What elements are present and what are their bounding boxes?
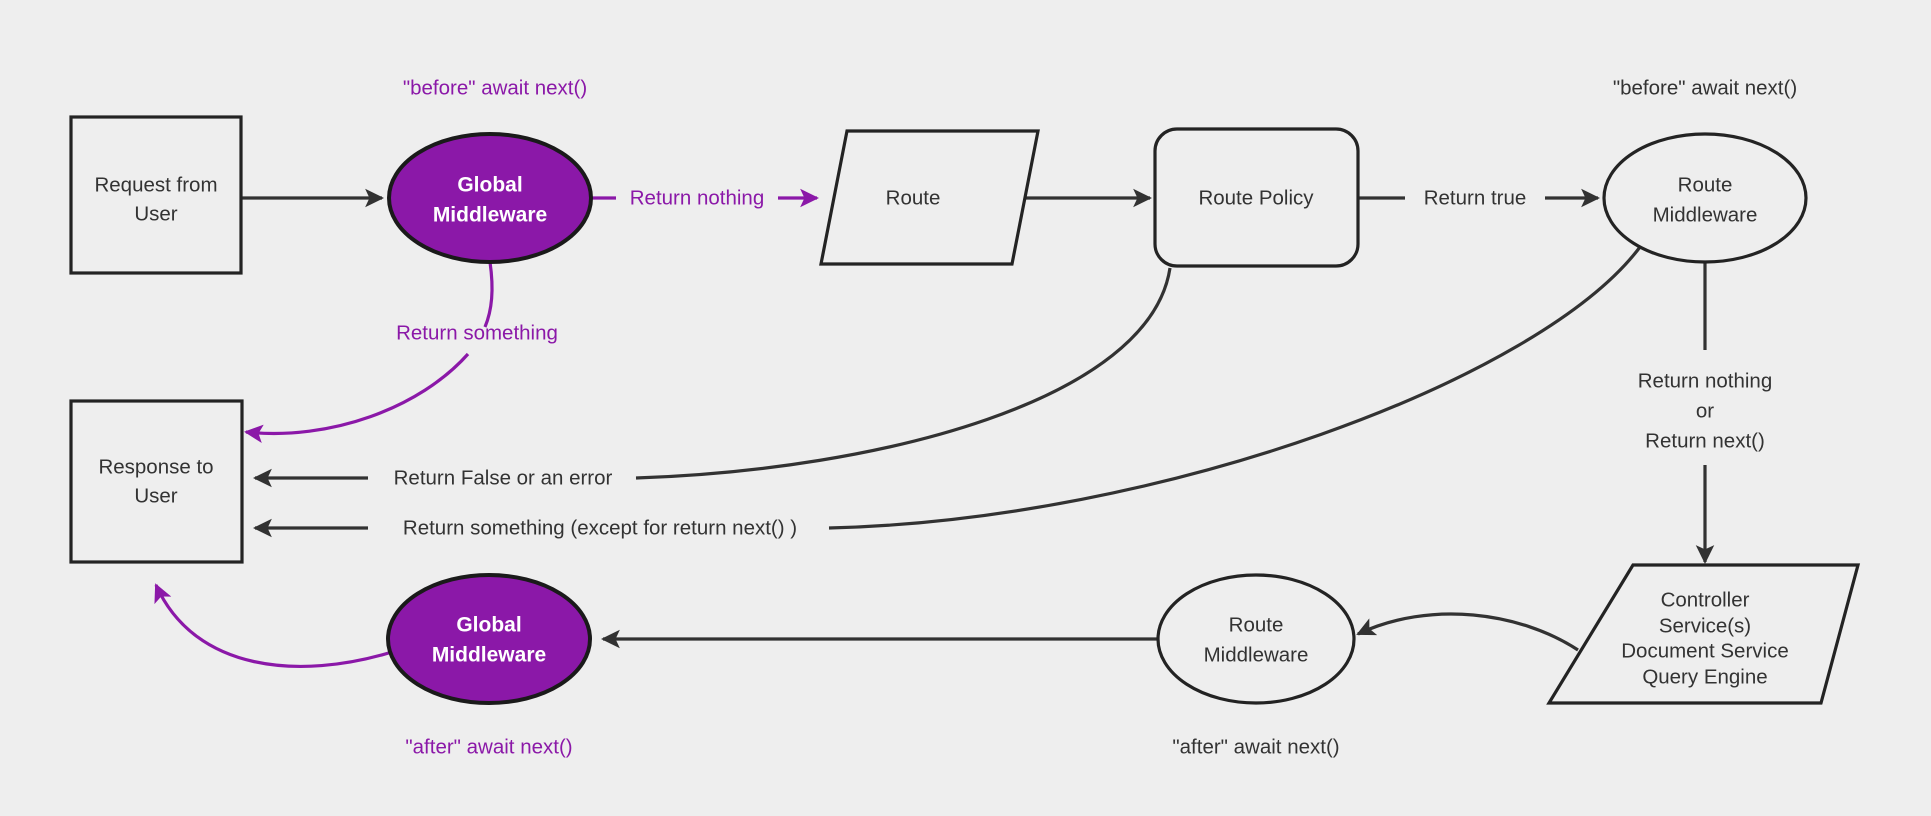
edge-route-policy-to-route-middleware: Return true	[1358, 186, 1600, 209]
route-middleware-bottom-ellipse[interactable]	[1156, 573, 1356, 705]
edge-route-middleware-to-controller: Return nothing or Return next()	[1638, 262, 1772, 564]
annotation-before-await-next-top-left: "before" await next()	[403, 76, 587, 99]
global-middleware-bottom-label-line2: Middleware	[432, 644, 546, 667]
edge-route-policy-to-response: Return False or an error	[253, 267, 1172, 489]
annotation-before-await-next-top-right: "before" await next()	[1613, 76, 1797, 99]
response-to-user-label-line2: User	[134, 484, 177, 507]
edge-label-return-true: Return true	[1424, 186, 1527, 209]
edge-route-middleware-to-response: Return something (except for return next…	[253, 246, 1642, 539]
node-global-middleware-bottom[interactable]: Global Middleware	[386, 573, 592, 705]
edge-label-return-something: Return something	[396, 321, 558, 344]
node-request-from-user[interactable]: Request from User	[69, 115, 243, 275]
route-middleware-bottom-label-line1: Route	[1229, 613, 1284, 636]
controller-services-parallelogram[interactable]	[1546, 563, 1861, 705]
response-to-user-box[interactable]	[69, 399, 244, 564]
edge-label-return-something-except: Return something (except for return next…	[403, 516, 797, 539]
global-middleware-bottom-label-line1: Global	[456, 614, 521, 637]
route-middleware-bottom-label-line2: Middleware	[1204, 643, 1309, 666]
global-middleware-top-ellipse[interactable]	[387, 132, 593, 264]
controller-label-line1: Controller	[1661, 588, 1750, 611]
node-route-middleware-bottom[interactable]: Route Middleware	[1156, 573, 1356, 705]
edge-global-middleware-to-route: Return nothing	[591, 186, 819, 209]
route-middleware-top-ellipse[interactable]	[1602, 132, 1808, 264]
global-middleware-top-label-line2: Middleware	[433, 204, 547, 227]
annotation-after-await-next-bottom-right: "after" await next()	[1172, 735, 1339, 758]
edge-controller-to-route-middleware-bottom	[1356, 612, 1579, 652]
route-parallelogram[interactable]	[819, 129, 1040, 266]
global-middleware-top-label-line1: Global	[457, 174, 522, 197]
node-response-to-user[interactable]: Response to User	[69, 399, 244, 564]
edge-label-return-nothing-or-next-line3: Return next()	[1645, 429, 1765, 452]
edge-label-return-nothing: Return nothing	[630, 186, 764, 209]
route-label: Route	[886, 186, 941, 209]
request-from-user-label-line1: Request from	[94, 173, 217, 196]
edge-global-middleware-to-response: Return something	[244, 261, 558, 443]
route-middleware-top-label-line2: Middleware	[1653, 203, 1758, 226]
controller-label-line4: Query Engine	[1642, 665, 1767, 688]
node-controller-services[interactable]: Controller Service(s) Document Service Q…	[1546, 563, 1861, 705]
node-global-middleware-top[interactable]: Global Middleware	[387, 132, 593, 264]
edge-label-return-nothing-or-next-line2: or	[1696, 399, 1714, 422]
controller-label-line3: Document Service	[1621, 639, 1788, 662]
global-middleware-bottom-ellipse[interactable]	[386, 573, 592, 705]
route-policy-label: Route Policy	[1198, 186, 1314, 209]
response-to-user-label-line1: Response to	[98, 455, 213, 478]
node-route[interactable]: Route	[819, 129, 1040, 266]
node-route-middleware-top[interactable]: Route Middleware	[1602, 132, 1808, 264]
edge-label-return-nothing-or-next-line1: Return nothing	[1638, 369, 1772, 392]
edge-label-return-false-or-error: Return False or an error	[394, 466, 613, 489]
edge-global-middleware-bottom-to-response	[154, 583, 393, 669]
controller-label-line2: Service(s)	[1659, 614, 1751, 637]
request-from-user-box[interactable]	[69, 115, 243, 275]
route-policy-box[interactable]	[1153, 127, 1360, 268]
request-from-user-label-line2: User	[134, 202, 177, 225]
annotation-after-await-next-bottom-left: "after" await next()	[405, 735, 572, 758]
route-middleware-top-label-line1: Route	[1678, 173, 1733, 196]
node-route-policy[interactable]: Route Policy	[1153, 127, 1360, 268]
